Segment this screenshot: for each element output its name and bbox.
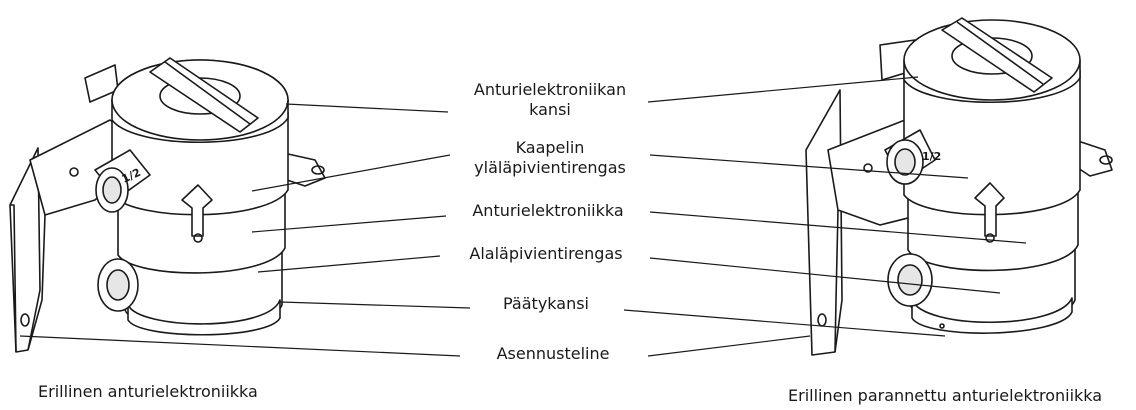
leader-lower-ring-left — [257, 255, 441, 273]
label-end-cap: Päätykansi — [503, 294, 589, 313]
label-upper-cable-ring: Kaapelin yläläpivientirengas — [474, 138, 626, 178]
leader-bracket-left — [19, 335, 461, 357]
left-end-cap — [127, 299, 281, 336]
label-sensor-cover: Anturielektroniikan kansi — [474, 80, 626, 120]
leader-lower-ring-right — [649, 257, 1001, 294]
label-upper-cable-ring-line1: Kaapelin — [515, 138, 585, 157]
label-lower-ring: Alaläpivientirengas — [469, 244, 623, 263]
right-device-illustration — [805, 17, 1113, 356]
left-device-illustration — [9, 57, 326, 353]
leader-end-cap-left — [279, 301, 471, 309]
leader-cover-right — [647, 76, 919, 103]
label-upper-cable-ring-line2: yläläpivientirengas — [474, 158, 626, 177]
right-port-marking: 1/2 — [922, 150, 941, 163]
leader-upper-ring-right — [649, 154, 969, 179]
label-sensor-electronics: Anturielektroniikka — [472, 201, 624, 220]
leader-lines — [19, 76, 1027, 357]
label-mounting-bracket: Asennusteline — [496, 344, 610, 363]
leader-cover-left — [285, 103, 449, 113]
right-end-cap — [911, 297, 1073, 334]
leader-electronics-right — [649, 211, 1027, 244]
leader-upper-ring-left — [251, 154, 451, 192]
leader-bracket-right — [647, 335, 811, 357]
leader-electronics-left — [251, 215, 447, 233]
leader-end-cap-right — [623, 309, 946, 337]
label-sensor-cover-line1: Anturielektroniikan — [473, 80, 627, 99]
label-sensor-cover-line2: kansi — [529, 100, 571, 119]
caption-right: Erillinen parannettu anturielektroniikka — [788, 386, 1103, 405]
caption-left: Erillinen anturielektroniikka — [38, 382, 258, 401]
